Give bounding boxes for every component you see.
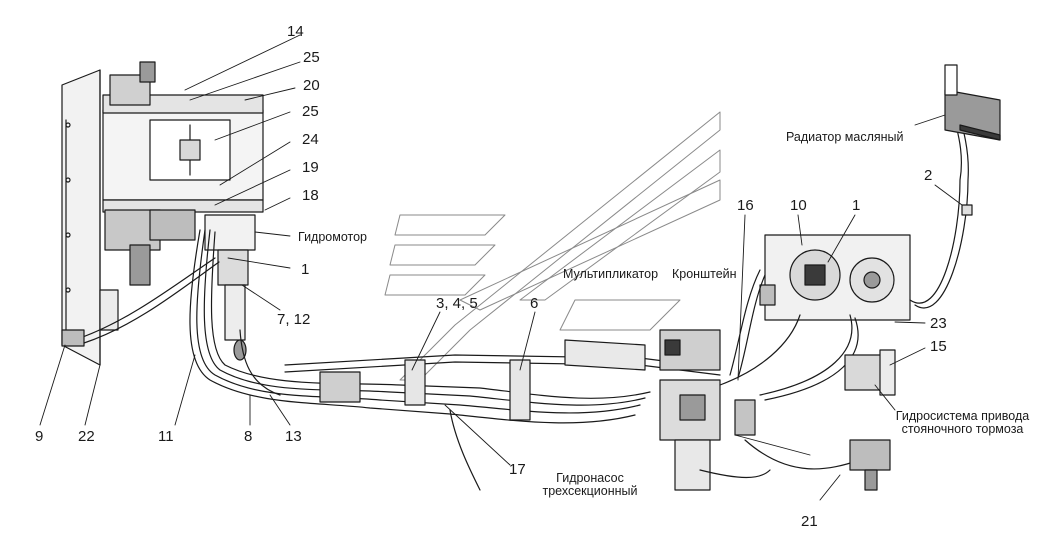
- hydromotor-unit: [204, 214, 256, 361]
- callout-7-12: 7, 12: [277, 311, 311, 328]
- label-parking-brake-line2: стояночного тормоза: [901, 422, 1024, 436]
- label-oil-radiator: Радиатор масляный: [786, 130, 904, 144]
- callout-24: 24: [302, 131, 319, 148]
- callout-21: 21: [801, 513, 818, 530]
- right-gearbox: [759, 234, 911, 321]
- callout-9: 9: [35, 428, 44, 445]
- frame-beam: [284, 354, 721, 421]
- oil-radiator: [944, 64, 1001, 216]
- gearbox-block: [102, 61, 264, 286]
- callout-22: 22: [78, 428, 95, 445]
- callout-14: 14: [287, 23, 304, 40]
- multiplicator-unit: [564, 329, 721, 371]
- callout-2: 2: [924, 167, 933, 184]
- label-multiplicator: Мультипликатор: [563, 267, 659, 281]
- callout-1-left: 1: [301, 261, 310, 278]
- callout-18: 18: [302, 187, 319, 204]
- callout-1-right: 1: [852, 197, 861, 214]
- label-hydromotor: Гидромотор: [298, 230, 368, 244]
- label-parking-brake-line1: Гидросистема привода: [895, 409, 1030, 423]
- parking-brake-assembly: [844, 349, 896, 491]
- three-section-pump: [659, 379, 756, 491]
- callout-6: 6: [530, 295, 539, 312]
- label-bracket: Кронштейн: [672, 267, 737, 281]
- left-frame-panel: [61, 69, 119, 366]
- callout-19: 19: [302, 159, 319, 176]
- callout-25-top: 25: [303, 49, 320, 66]
- label-pump-line1: Гидронасос: [556, 471, 624, 485]
- callout-17: 17: [509, 461, 526, 478]
- callout-25-lower: 25: [302, 103, 319, 120]
- leader-lines: [39, 34, 963, 501]
- callout-15: 15: [930, 338, 947, 355]
- callout-3-4-5: 3, 4, 5: [436, 295, 478, 312]
- callout-16: 16: [737, 197, 754, 214]
- callout-11: 11: [158, 428, 174, 445]
- hose-left-return: [61, 257, 220, 347]
- callout-10: 10: [790, 197, 807, 214]
- callout-20: 20: [303, 77, 320, 94]
- callout-23: 23: [930, 315, 947, 332]
- label-pump-line2: трехсекционный: [542, 484, 638, 498]
- callout-8: 8: [244, 428, 253, 445]
- callout-13: 13: [285, 428, 302, 445]
